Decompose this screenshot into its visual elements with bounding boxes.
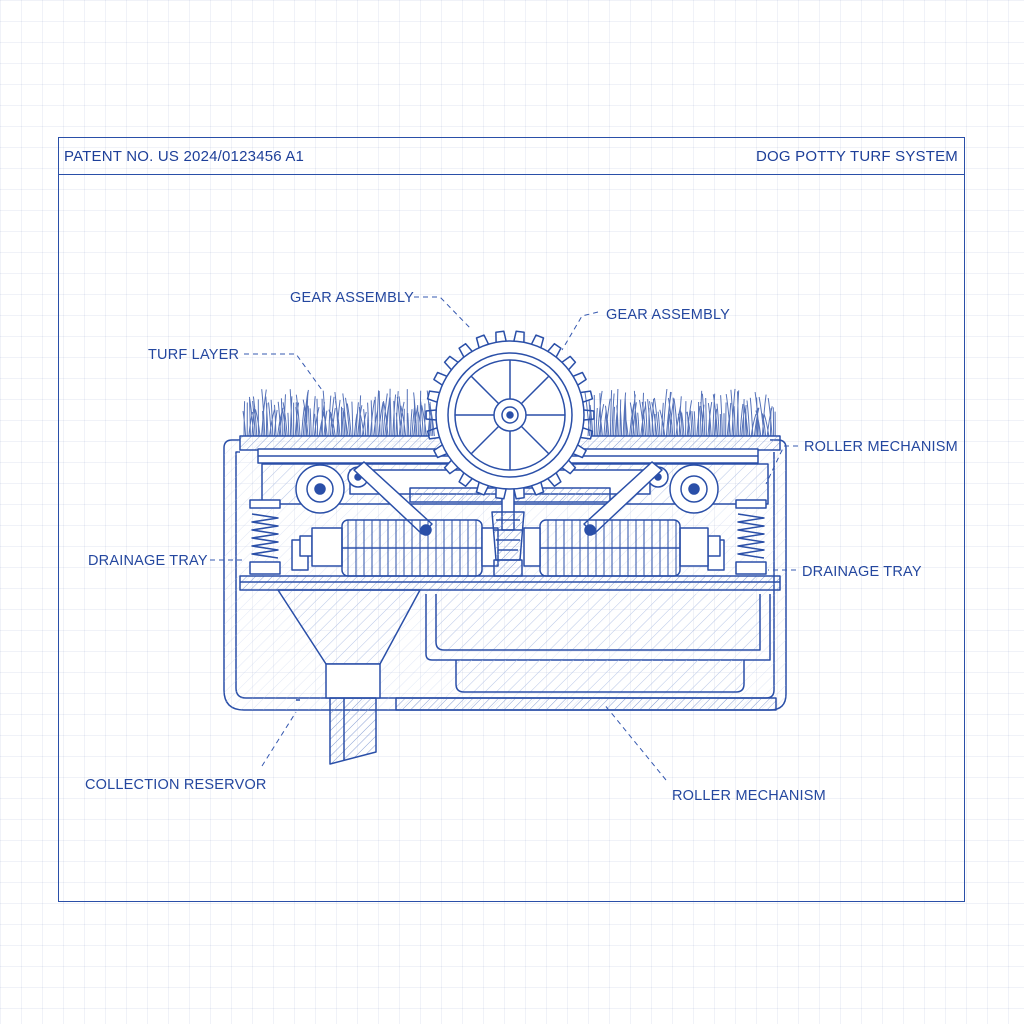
label-turf-layer: TURF LAYER (148, 347, 239, 363)
label-roller-mechanism-upper: ROLLER MECHANISM (804, 439, 958, 455)
grass-blades-right (584, 388, 776, 437)
patent-number: PATENT NO. US 2024/0123456 A1 (64, 148, 305, 165)
leader-reservoir (261, 711, 297, 767)
grass-blade-cluster (242, 388, 435, 437)
drainage-tray-basin (425, 594, 771, 693)
label-gear-assembly-right: GEAR ASSEMBLY (606, 307, 730, 323)
roller-left (299, 519, 499, 577)
main-gear (425, 330, 595, 500)
leader-gear-right (561, 311, 599, 351)
leader-roller-lower (603, 703, 667, 781)
label-drainage-tray-left: DRAINAGE TRAY (88, 553, 208, 569)
base-rail (296, 697, 777, 711)
leader-turf (244, 353, 323, 391)
leader-roller-upper (765, 445, 798, 485)
label-drainage-tray-right: DRAINAGE TRAY (802, 564, 922, 580)
grass-blade-cluster (584, 388, 776, 437)
leader-lines (210, 296, 798, 781)
leader-gear-left (414, 296, 473, 331)
pulley-right (647, 464, 719, 514)
label-collection-reservoir: COLLECTION RESERVOR (85, 777, 267, 793)
roller-right (523, 519, 721, 577)
drawing-sheet-border: PATENT NO. US 2024/0123456 A1 DOG POTTY … (58, 137, 965, 902)
system-title: DOG POTTY TURF SYSTEM (756, 148, 958, 165)
grass-blades-left (242, 388, 435, 437)
title-block: PATENT NO. US 2024/0123456 A1 DOG POTTY … (59, 138, 964, 175)
label-roller-mechanism-lower: ROLLER MECHANISM (672, 788, 826, 804)
collection-funnel (277, 589, 421, 765)
label-gear-assembly-left: GEAR ASSEMBLY (290, 290, 414, 306)
